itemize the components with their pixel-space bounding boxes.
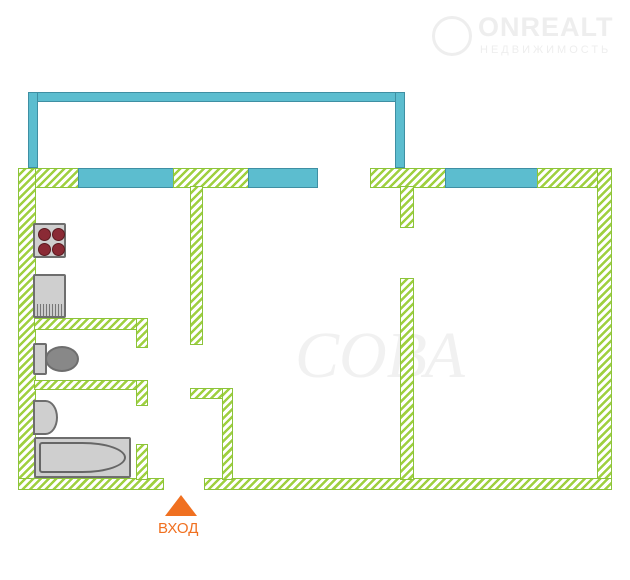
center-watermark: СОВА xyxy=(295,319,465,392)
balcony-frame xyxy=(28,92,405,102)
wall-right xyxy=(597,168,612,490)
window xyxy=(78,168,174,188)
bathtub-icon xyxy=(34,437,131,478)
wall xyxy=(34,318,148,330)
home-pin-icon xyxy=(432,16,472,56)
entrance-arrow-icon xyxy=(165,495,197,516)
entrance-label: ВХОД xyxy=(158,520,199,537)
stove-icon xyxy=(33,223,66,258)
wall xyxy=(190,186,203,345)
wall xyxy=(173,168,249,188)
balcony-left xyxy=(28,92,38,168)
kitchen-sink-icon xyxy=(33,274,66,318)
washbasin-icon xyxy=(33,400,58,435)
brand-name: ONREALT xyxy=(478,12,614,42)
window xyxy=(248,168,318,188)
brand-subtitle: НЕДВИЖИМОСТЬ xyxy=(480,44,612,56)
wall xyxy=(400,278,414,480)
wall xyxy=(222,388,233,480)
wall xyxy=(34,380,148,390)
balcony-right xyxy=(395,92,405,168)
window xyxy=(445,168,538,188)
wall xyxy=(136,318,148,348)
wall-bottom xyxy=(18,478,164,490)
wall xyxy=(136,444,148,480)
wall xyxy=(400,186,414,228)
wall xyxy=(370,168,446,188)
wall xyxy=(136,380,148,406)
